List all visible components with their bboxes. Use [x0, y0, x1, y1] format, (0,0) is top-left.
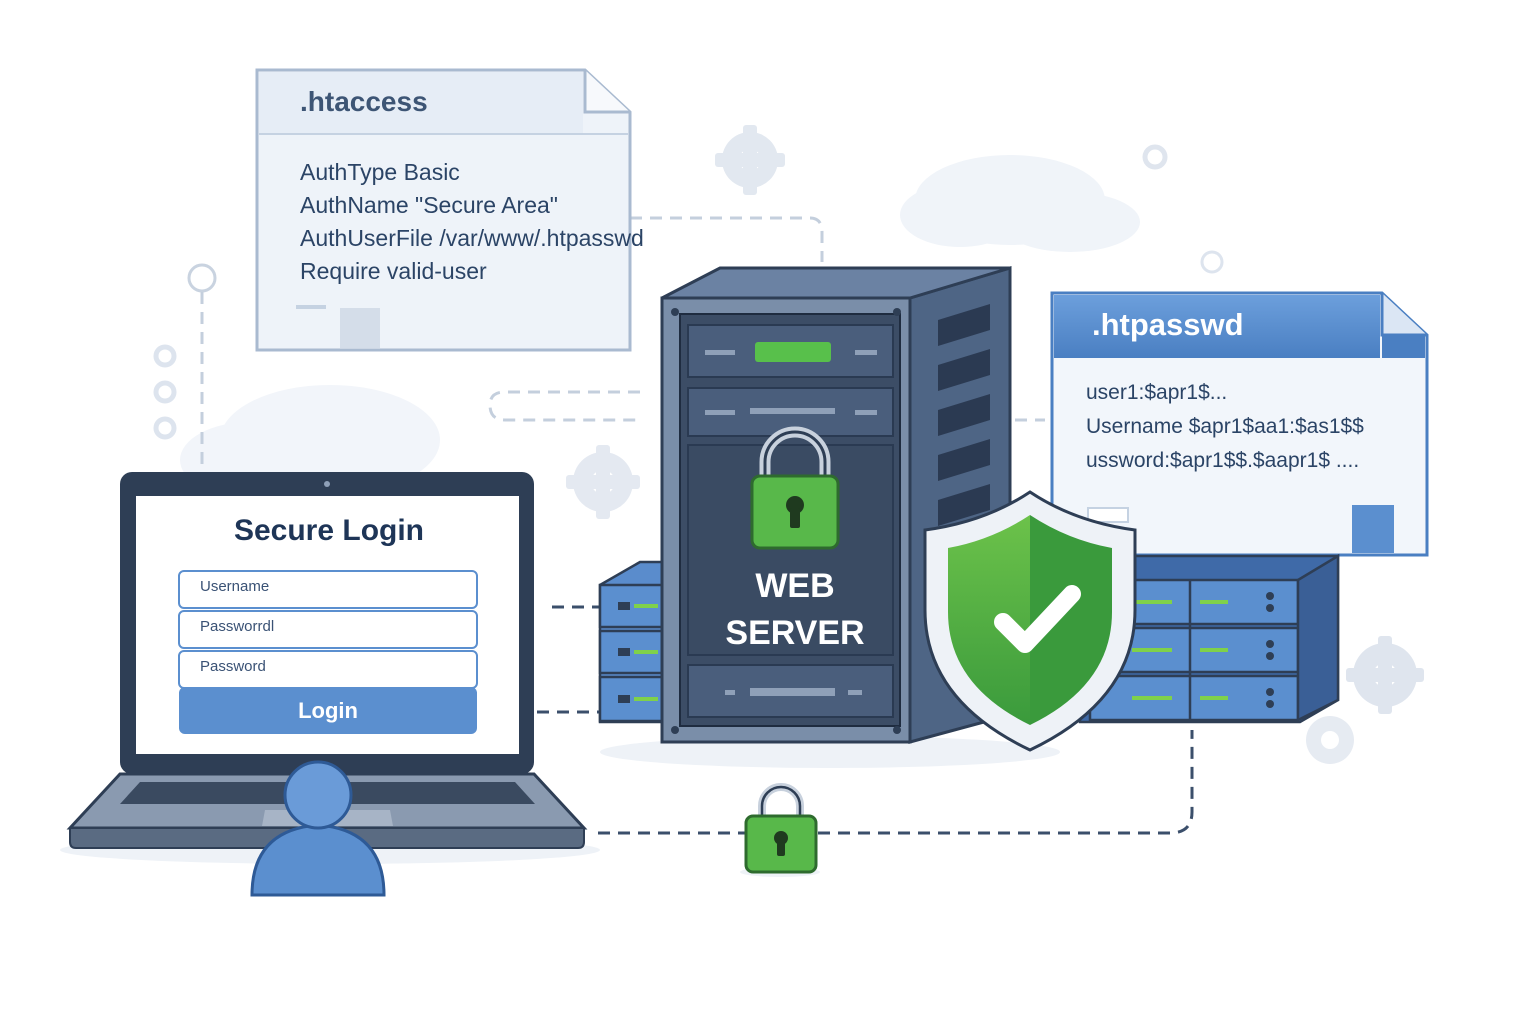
htpasswd-document [1050, 291, 1429, 557]
connector-lines [200, 216, 1045, 470]
htpasswd-line: user1:$apr1$... [1086, 381, 1228, 404]
password-field[interactable]: Passworrdl [200, 618, 275, 635]
connector-lines [537, 605, 1194, 835]
htpasswd-line: Username $apr1$aa1:$as1$$ [1086, 415, 1364, 438]
padlock-icon [750, 426, 840, 550]
decorative-dots [153, 344, 177, 440]
user-avatar [250, 760, 386, 897]
htaccess-line: AuthUserFile /var/www/.htpasswd [300, 225, 644, 251]
gear-icon [1306, 716, 1354, 764]
gear-icon [715, 125, 785, 195]
login-title: Secure Login [233, 514, 425, 547]
htpasswd-filename: .htpasswd [1092, 307, 1244, 342]
password-field[interactable]: Password [200, 658, 266, 675]
login-button[interactable]: Login [179, 687, 477, 734]
htaccess-line: AuthType Basic [300, 159, 460, 185]
shield-icon [923, 490, 1137, 752]
server-rack-left [598, 560, 670, 724]
decorative-circle [187, 263, 217, 293]
gear-icon [1142, 144, 1168, 170]
background-cloud [900, 155, 1140, 252]
server-label: WEB [755, 567, 835, 605]
htaccess-document [255, 68, 632, 352]
htpasswd-line: ussword:$apr1$$.$aapr1$ .... [1086, 449, 1360, 472]
server-label: SERVER [725, 614, 865, 652]
username-field[interactable]: Username [200, 578, 270, 595]
htaccess-filename: .htaccess [300, 86, 428, 117]
gear-icon [566, 445, 640, 519]
padlock-icon [740, 783, 820, 877]
gear-icon [1346, 636, 1424, 714]
htaccess-line: Require valid-user [300, 258, 487, 284]
decorative-circle [1200, 250, 1224, 274]
login-form-fields [178, 570, 478, 689]
htaccess-line: AuthName "Secure Area" [300, 192, 558, 218]
